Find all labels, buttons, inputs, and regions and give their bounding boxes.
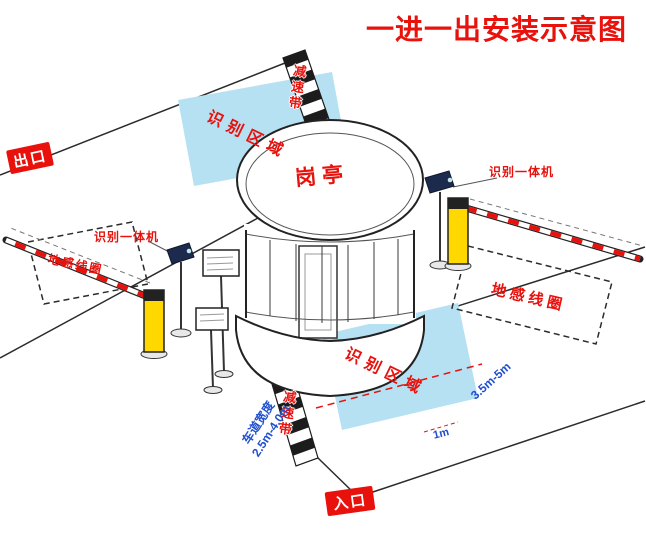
- barrier-arm-stripes: [5, 237, 149, 300]
- label-pointer-line: [452, 177, 498, 188]
- camera-lens: [186, 248, 192, 254]
- sign-base: [203, 386, 223, 394]
- sign-board-upper: [202, 249, 240, 378]
- booth-window-sill: [245, 311, 415, 321]
- diagram-title: 一进一出安装示意图: [366, 14, 628, 45]
- one-meter-tick: [423, 421, 459, 433]
- barrier-post-cap: [448, 198, 468, 209]
- sign-board-lower: [195, 307, 229, 394]
- recognition-camera-left: [147, 240, 195, 338]
- booth-roof: [236, 119, 424, 241]
- camera-lens: [447, 177, 453, 183]
- barrier-arm-stripes: [465, 205, 641, 262]
- bump-stripe: [289, 69, 316, 88]
- bump-stripe: [278, 396, 303, 415]
- barrier-gate-left: [2, 226, 168, 359]
- barrier-gate-right: [444, 197, 644, 271]
- booth-roof-rim: [245, 132, 415, 236]
- recognition-machine-label-left: 识别一体机: [94, 230, 160, 244]
- guard-booth-label: 岗亭: [294, 162, 351, 191]
- barrier-arm-guide-dashed: [7, 226, 151, 284]
- ground-coil-left: [27, 221, 149, 305]
- sign-text-line: [206, 262, 234, 265]
- booth-door-window: [304, 253, 332, 331]
- camera-base: [170, 328, 192, 338]
- sign-text-line: [199, 313, 225, 316]
- guard-booth: [235, 119, 425, 398]
- barrier-arm-guide-dashed: [469, 198, 644, 247]
- ground-coil-right: [451, 245, 613, 345]
- booth-window-rail-top: [245, 233, 415, 243]
- barrier-post-cap: [144, 290, 164, 301]
- bump-stripe: [296, 89, 322, 107]
- recognition-camera-right: [424, 170, 498, 270]
- sign-panel: [195, 307, 229, 331]
- recognition-machine-label-right: 识别一体机: [489, 165, 555, 179]
- ground-coils: [27, 221, 613, 345]
- lane-centerline-dashed: [315, 363, 483, 409]
- sign-text-line: [199, 319, 225, 322]
- bump-stripe: [284, 417, 309, 436]
- sign-base: [214, 370, 234, 378]
- bump-stripe: [283, 50, 309, 68]
- sign-pole: [210, 329, 214, 389]
- bump-stripe: [290, 437, 315, 456]
- entrance-lane-bottom-edge: [357, 400, 646, 498]
- booth-base-platform: [235, 314, 425, 398]
- sign-text-line: [206, 268, 234, 271]
- sign-text-line: [206, 256, 234, 259]
- camera-head-icon: [166, 242, 195, 265]
- camera-head-icon: [424, 170, 455, 194]
